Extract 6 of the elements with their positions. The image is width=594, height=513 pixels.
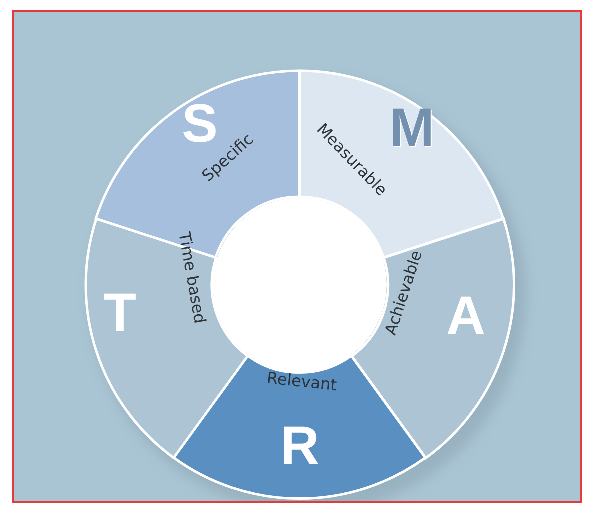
segment-label: Relevant (266, 370, 338, 394)
segment-letter: R (280, 418, 320, 473)
segment-label: Time based (176, 231, 208, 325)
segment-letter: T (104, 286, 136, 340)
segment-letter: A (446, 288, 486, 343)
segment-letter: M (390, 101, 434, 155)
